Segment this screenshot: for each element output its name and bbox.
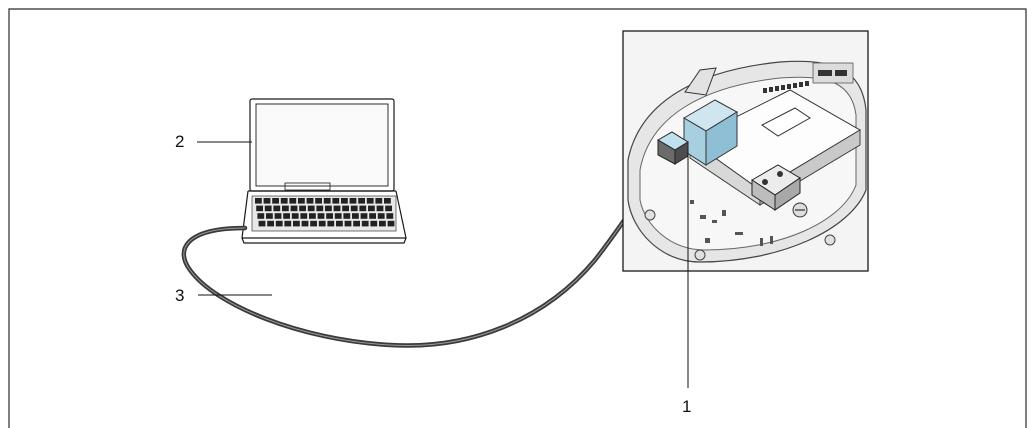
callout-1: 1 xyxy=(682,398,691,415)
keyboard-key xyxy=(384,198,391,204)
keyboard-key xyxy=(289,198,296,204)
keyboard-key xyxy=(315,198,322,204)
keyboard-key xyxy=(307,198,314,204)
keyboard-key xyxy=(343,213,350,219)
keyboard-key xyxy=(361,213,368,219)
keyboard-key xyxy=(358,198,365,204)
keyboard-key xyxy=(336,221,343,227)
keyboard-key xyxy=(368,206,375,212)
keyboard-key xyxy=(310,221,317,227)
keyboard-key xyxy=(299,206,306,212)
keyboard-key xyxy=(308,206,315,212)
keyboard-key xyxy=(345,221,352,227)
keyboard-key xyxy=(353,221,360,227)
keyboard-key xyxy=(284,221,291,227)
keyboard-key xyxy=(324,198,331,204)
keyboard-key xyxy=(332,198,339,204)
keyboard-key xyxy=(342,206,349,212)
keyboard-key xyxy=(352,213,359,219)
keyboard-key xyxy=(309,213,316,219)
keyboard-key xyxy=(276,221,283,227)
keyboard-key xyxy=(362,221,369,227)
callout-2: 2 xyxy=(175,133,184,150)
keyboard-key xyxy=(300,213,307,219)
keyboard-key xyxy=(292,213,299,219)
keyboard-key xyxy=(257,213,264,219)
keyboard-key xyxy=(293,221,300,227)
callout-3: 3 xyxy=(175,287,184,304)
keyboard-key xyxy=(379,221,386,227)
keyboard-key xyxy=(319,221,326,227)
cable-icon xyxy=(184,160,668,346)
keyboard-key xyxy=(316,206,323,212)
keyboard-key xyxy=(369,213,376,219)
keyboard-key xyxy=(325,206,332,212)
keyboard-key xyxy=(327,221,334,227)
keyboard-key xyxy=(272,198,279,204)
keyboard-key xyxy=(326,213,333,219)
keyboard-key xyxy=(370,221,377,227)
keyboard-key xyxy=(367,198,374,204)
keyboard-key xyxy=(282,206,289,212)
keyboard-key xyxy=(273,206,280,212)
keyboard-key xyxy=(334,206,341,212)
keyboard-key xyxy=(291,206,298,212)
keyboard-key xyxy=(351,206,358,212)
keyboard-key xyxy=(281,198,288,204)
keyboard-key xyxy=(302,221,309,227)
laptop-icon xyxy=(242,99,406,243)
keyboard-key xyxy=(335,213,342,219)
keyboard-key xyxy=(259,221,266,227)
keyboard-key xyxy=(388,221,395,227)
keyboard-key xyxy=(341,198,348,204)
keyboard-key xyxy=(264,198,271,204)
keyboard-key xyxy=(375,198,382,204)
keyboard-key xyxy=(359,206,366,212)
keyboard-key xyxy=(265,206,272,212)
keyboard-key xyxy=(385,206,392,212)
keyboard-key xyxy=(283,213,290,219)
keyboard-key xyxy=(267,221,274,227)
keyboard-key xyxy=(378,213,385,219)
keyboard-key xyxy=(386,213,393,219)
keyboard-key xyxy=(266,213,273,219)
keyboard-key xyxy=(275,213,282,219)
keyboard-key xyxy=(256,206,263,212)
keyboard-key xyxy=(350,198,357,204)
outer-frame xyxy=(9,9,1026,428)
keyboard-key xyxy=(318,213,325,219)
keyboard-key xyxy=(377,206,384,212)
keyboard-key xyxy=(255,198,262,204)
keyboard-key xyxy=(298,198,305,204)
